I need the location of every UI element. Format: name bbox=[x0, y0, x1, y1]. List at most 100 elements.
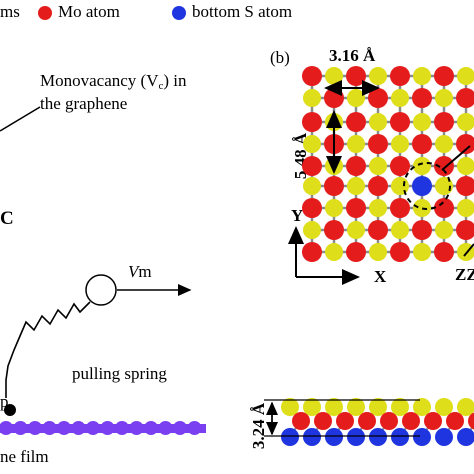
mo-atom bbox=[456, 88, 474, 108]
mo-atom bbox=[412, 88, 432, 108]
mo-atom bbox=[434, 66, 454, 86]
s-atom bbox=[457, 113, 474, 131]
motor-circle bbox=[85, 274, 117, 306]
mo-atom bbox=[346, 156, 366, 176]
s-atom bbox=[325, 243, 343, 261]
s-atom bbox=[347, 221, 365, 239]
side-top-s-atom bbox=[347, 398, 365, 416]
pulling-spring-label: pulling spring bbox=[72, 364, 167, 383]
panel-b-label: (b) bbox=[270, 48, 290, 67]
side-top-s-atom bbox=[325, 398, 343, 416]
film-atom bbox=[42, 421, 57, 435]
side-top-s-atom bbox=[391, 398, 409, 416]
film-atom bbox=[115, 421, 129, 435]
s-atom bbox=[413, 157, 431, 175]
side-top-s-atom bbox=[457, 398, 474, 416]
s-atom bbox=[391, 135, 409, 153]
mo-atom bbox=[434, 156, 454, 176]
s-atom bbox=[457, 157, 474, 175]
side-mo-atom bbox=[468, 412, 474, 430]
mos2-side-view bbox=[281, 398, 474, 446]
film-label: ne film bbox=[0, 447, 49, 466]
s-atom bbox=[413, 67, 431, 85]
side-bottom-s-atom bbox=[369, 428, 387, 446]
side-top-s-atom bbox=[413, 398, 431, 416]
s-atom bbox=[325, 67, 343, 85]
s-atom bbox=[435, 177, 453, 195]
side-bottom-s-atom bbox=[413, 428, 431, 446]
film-atom bbox=[57, 421, 71, 435]
s-atom bbox=[303, 221, 321, 239]
film-atom bbox=[100, 421, 115, 435]
side-mo-atom bbox=[336, 412, 354, 430]
side-bottom-s-atom bbox=[303, 428, 321, 446]
mo-atom bbox=[368, 220, 388, 240]
mo-atom bbox=[302, 198, 322, 218]
side-bottom-s-atom bbox=[347, 428, 365, 446]
s-atom bbox=[347, 89, 365, 107]
mo-atom bbox=[412, 220, 432, 240]
film-atom bbox=[71, 421, 86, 435]
s-atom bbox=[457, 243, 474, 261]
zz-label: ZZ bbox=[455, 265, 474, 284]
monovacancy-label: Monovacancy (Vc) in bbox=[40, 71, 187, 92]
s-atom bbox=[325, 199, 343, 217]
s-atom bbox=[303, 177, 321, 195]
s-atom bbox=[435, 221, 453, 239]
side-mo-atom bbox=[402, 412, 420, 430]
side-bottom-s-atom bbox=[457, 428, 474, 446]
mo-atom bbox=[302, 242, 322, 262]
mo-atom bbox=[346, 112, 366, 132]
film-atom bbox=[0, 421, 13, 435]
width-dimension-label: 3.16 Å bbox=[329, 46, 376, 65]
mo-atom bbox=[434, 198, 454, 218]
s-atom bbox=[435, 135, 453, 153]
mos2-lattice-top-view bbox=[302, 66, 474, 262]
mo-atom bbox=[324, 88, 344, 108]
monovacancy-label-line2: the graphene bbox=[40, 94, 128, 113]
mo-atom bbox=[434, 242, 454, 262]
mo-atom bbox=[302, 156, 322, 176]
s-atom bbox=[457, 199, 474, 217]
vacancy-dashed-circle bbox=[403, 162, 451, 210]
film-atom bbox=[129, 421, 144, 435]
s-atom bbox=[369, 157, 387, 175]
side-top-s-atom bbox=[435, 398, 453, 416]
s-atom bbox=[413, 113, 431, 131]
side-mo-atom bbox=[424, 412, 442, 430]
s-atom bbox=[347, 177, 365, 195]
s-atom bbox=[391, 221, 409, 239]
film-atom bbox=[13, 421, 28, 435]
mo-atom bbox=[456, 134, 474, 154]
mo-atom bbox=[346, 198, 366, 218]
tip-label: p bbox=[0, 392, 9, 411]
side-top-s-atom bbox=[303, 398, 321, 416]
s-atom bbox=[369, 67, 387, 85]
mo-atom bbox=[324, 220, 344, 240]
side-bottom-s-atom bbox=[281, 428, 299, 446]
mo-atom bbox=[324, 176, 344, 196]
s-atom bbox=[369, 243, 387, 261]
tip-dot bbox=[4, 404, 16, 416]
mo-atom bbox=[434, 112, 454, 132]
side-bottom-s-atom bbox=[391, 428, 409, 446]
c-label: C bbox=[0, 208, 14, 229]
mo-atom bbox=[456, 220, 474, 240]
mo-atom bbox=[390, 198, 410, 218]
mo-atom bbox=[456, 176, 474, 196]
film-atom bbox=[173, 421, 187, 435]
graphene-film bbox=[0, 421, 206, 435]
s-atom bbox=[457, 67, 474, 85]
side-top-s-atom bbox=[281, 398, 299, 416]
mo-atom bbox=[346, 242, 366, 262]
velocity-label: Vm bbox=[128, 262, 152, 281]
side-mo-atom bbox=[314, 412, 332, 430]
film-atom bbox=[158, 421, 173, 435]
legend-item-s-atoms: ms bbox=[0, 2, 20, 21]
film-atom bbox=[86, 421, 100, 435]
mo-atom bbox=[390, 242, 410, 262]
side-mo-atom bbox=[446, 412, 464, 430]
mo-atom bbox=[390, 156, 410, 176]
mo-atom bbox=[390, 112, 410, 132]
